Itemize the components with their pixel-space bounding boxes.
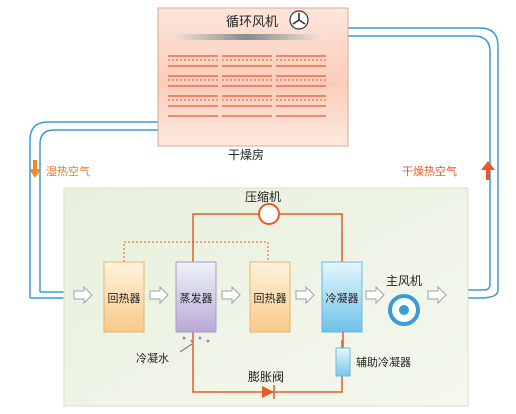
dry-air-arrow-icon bbox=[481, 161, 495, 180]
reheater-link-dotted bbox=[123, 241, 269, 262]
reheater-left-label: 回热器 bbox=[107, 292, 141, 305]
condensate-label: 冷凝水 bbox=[136, 352, 169, 365]
compressor-label: 压缩机 bbox=[245, 190, 282, 204]
humid-air-arrow-icon bbox=[29, 160, 41, 178]
circulating-fan-label: 循环风机 bbox=[226, 15, 279, 30]
condenser-label: 冷凝器 bbox=[325, 292, 359, 305]
dry-air-label: 干燥热空气 bbox=[402, 165, 457, 178]
fan-duct-bar bbox=[172, 34, 322, 40]
humid-air-label: 湿热空气 bbox=[46, 165, 90, 178]
reheater-right-box bbox=[249, 261, 291, 333]
drying-room-label: 干燥房 bbox=[228, 148, 265, 162]
condenser-box bbox=[321, 261, 363, 333]
drying-room bbox=[157, 7, 349, 147]
aux-condenser-label: 辅助冷凝器 bbox=[356, 356, 411, 369]
expansion-valve-label: 膨胀阀 bbox=[248, 370, 285, 384]
evaporator-label: 蒸发器 bbox=[179, 292, 213, 305]
reheater-left-box bbox=[103, 261, 145, 333]
air-flow-arrows bbox=[73, 285, 447, 305]
condensate-drips bbox=[182, 336, 210, 343]
main-fan-icon bbox=[388, 294, 420, 326]
compressor-icon bbox=[258, 203, 280, 225]
main-fan-label: 主风机 bbox=[386, 274, 423, 288]
evaporator-box bbox=[175, 261, 217, 333]
reheater-right-label: 回热器 bbox=[253, 292, 287, 305]
aux-condenser-box bbox=[335, 347, 351, 377]
condensate-pointer bbox=[179, 343, 193, 353]
circulating-fan-icon bbox=[289, 10, 309, 30]
expansion-valve-icon bbox=[262, 385, 275, 399]
